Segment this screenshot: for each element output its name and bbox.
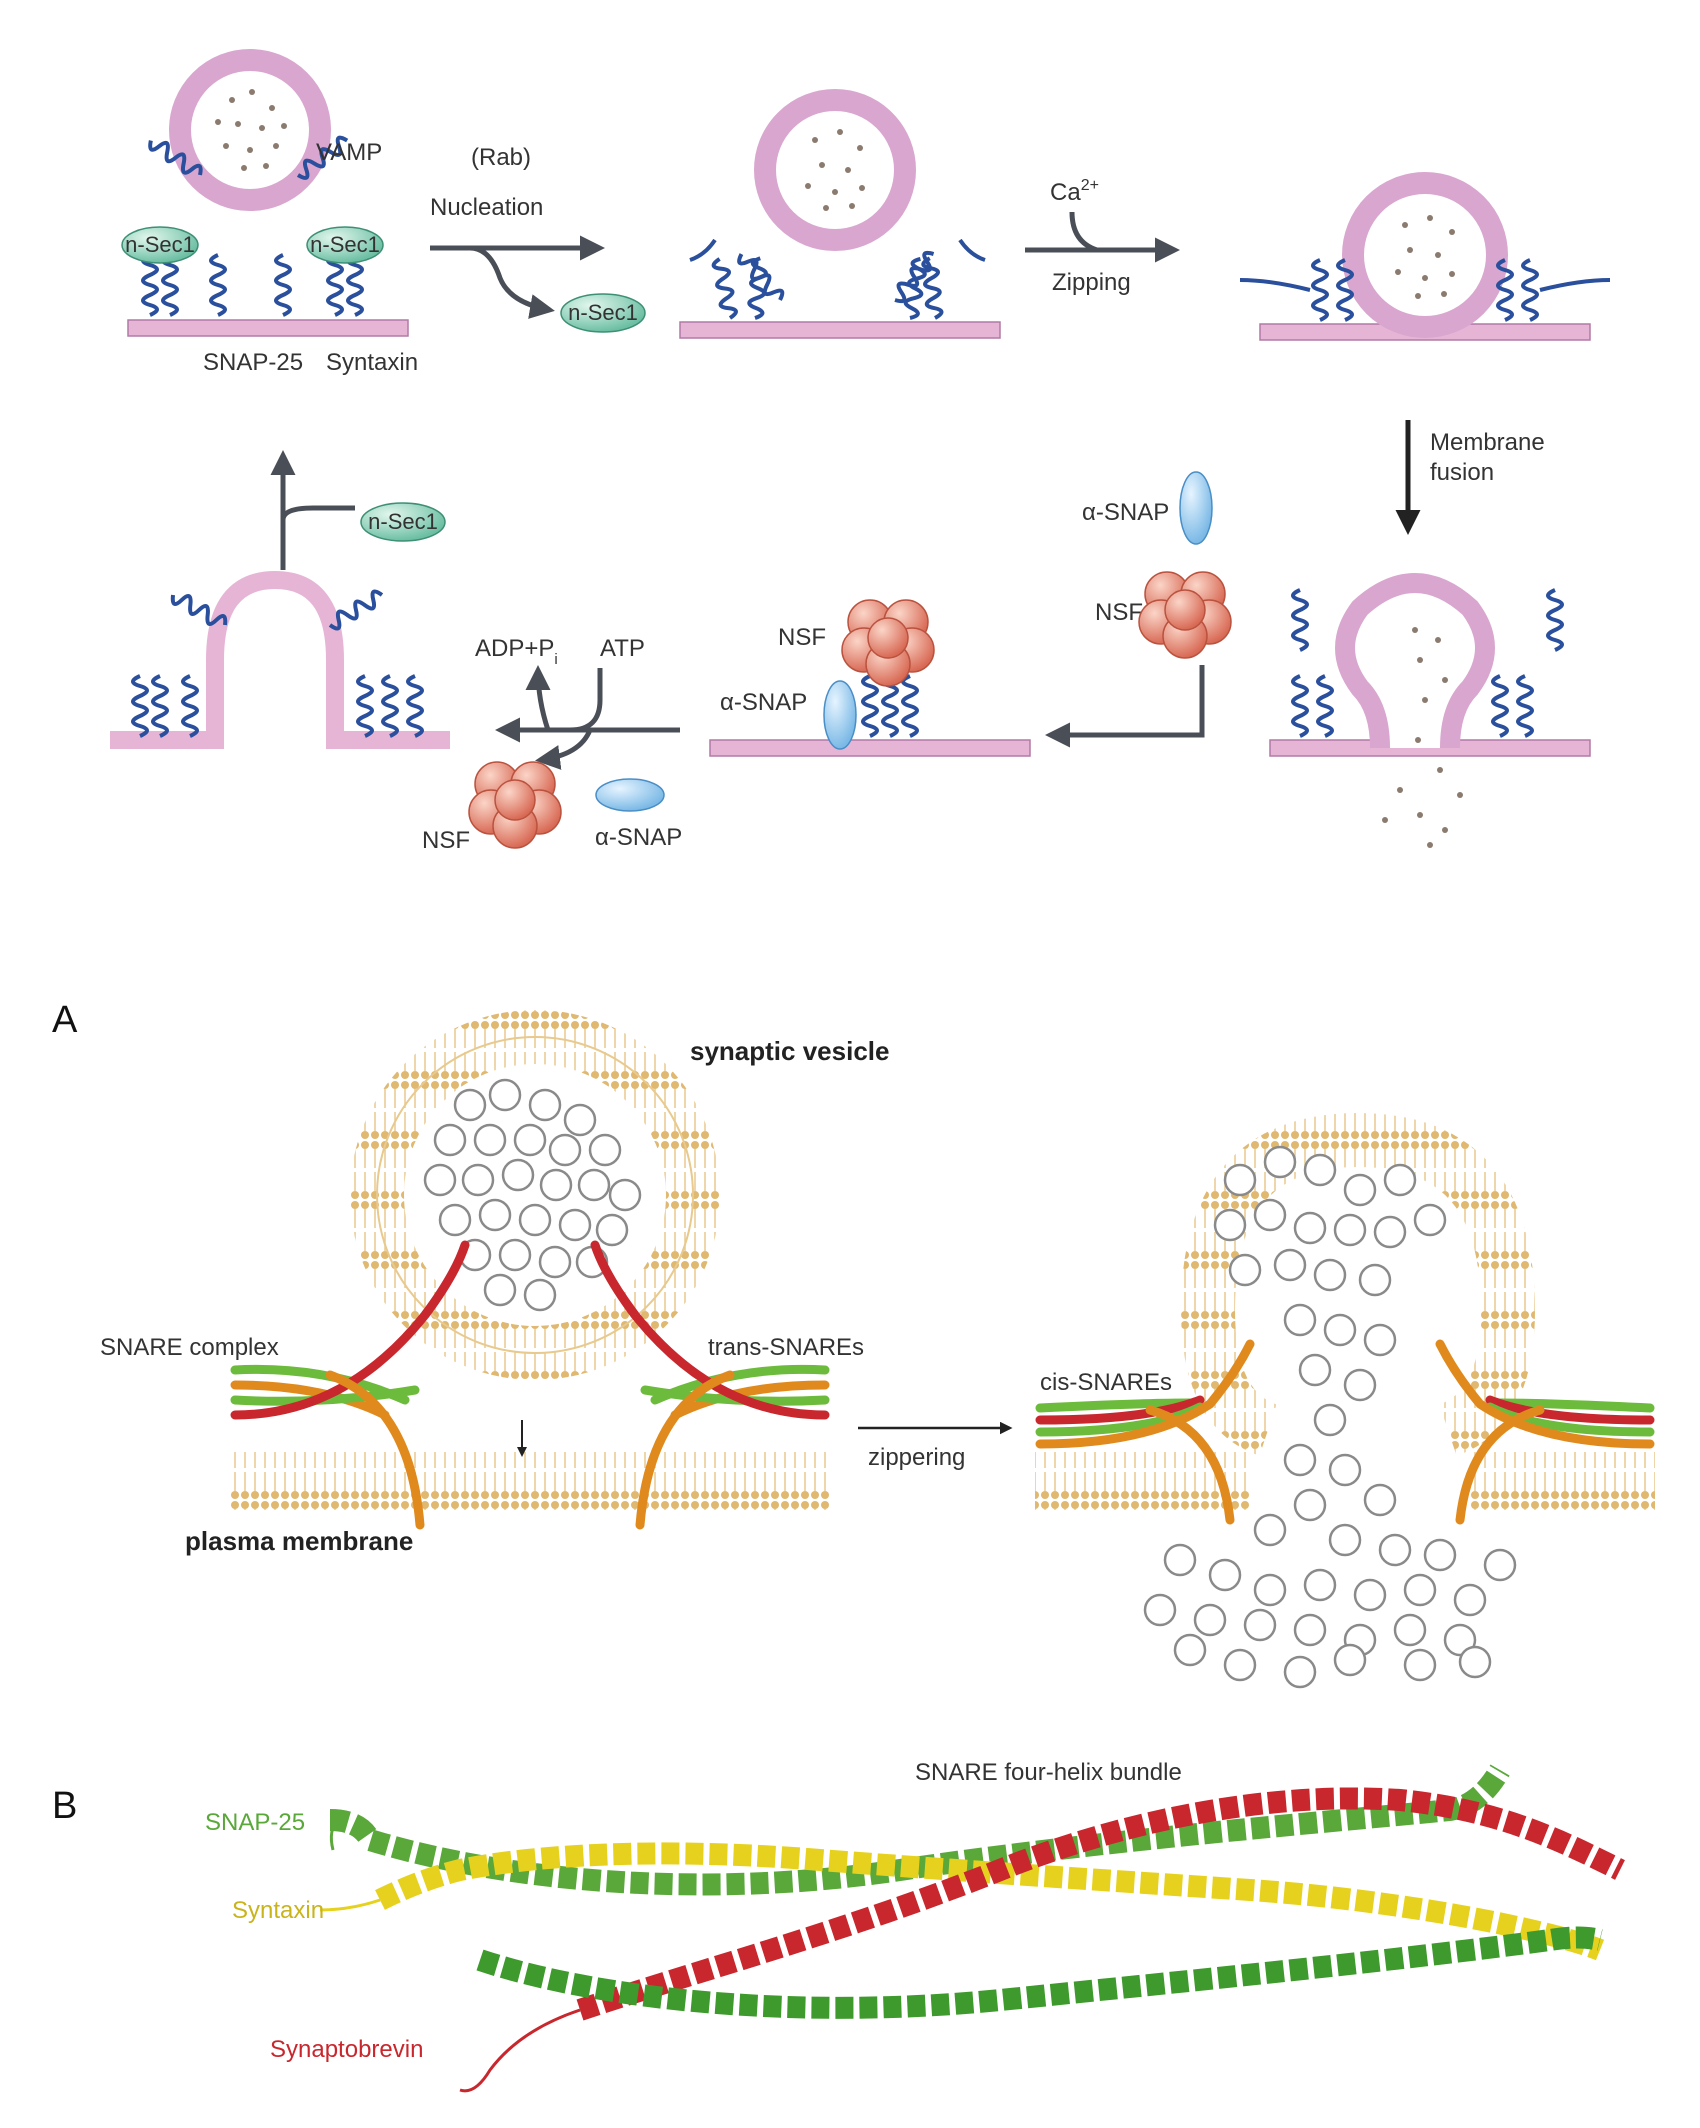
snap25-label: SNAP-25 (205, 1809, 305, 1836)
alpha-snap-top (1179, 471, 1213, 545)
fusion-pore (1335, 573, 1495, 749)
vamp-label: VAMP (316, 139, 382, 166)
nsec1-right (306, 226, 384, 264)
nsf-right-label: NSF (1095, 599, 1143, 626)
snare-complex-left: SNARE complex (100, 1240, 470, 1530)
syntaxin-label-top: Syntaxin (326, 349, 418, 376)
nsec1-left (121, 226, 199, 264)
cis-snares-label: cis-SNAREs (1040, 1369, 1172, 1396)
stage-6 (110, 570, 450, 749)
plasma-membrane-2 (679, 321, 1001, 339)
stage-5: NSF α-SNAP (709, 599, 1031, 757)
rab-label: (Rab) (471, 144, 531, 171)
plasma-membrane-a (230, 1452, 830, 1510)
zippering-arrow: zippering (858, 1421, 1013, 1471)
nsf-mid-label: NSF (778, 624, 826, 651)
snap25-helix-bottom (476, 1926, 1603, 2019)
stage-2 (679, 89, 1001, 339)
zipping-label: Zipping (1052, 269, 1131, 296)
syntaxin-label: Syntaxin (232, 1897, 324, 1924)
alpha-snap-mid (823, 680, 857, 750)
synaptobrevin-label: Synaptobrevin (270, 2036, 423, 2063)
panel-a-letter: A (52, 999, 78, 1041)
vesicle-3 (1342, 172, 1508, 338)
nsec1-return (360, 502, 446, 542)
ca-label: Ca2+ (1050, 177, 1099, 206)
adp-label: ADP+Pi (475, 635, 558, 668)
fused-membrane (110, 570, 450, 749)
stage-4 (1269, 573, 1591, 848)
stage-1: n-Sec1 n-Sec1 VAMP SNAP-25 Syntaxin (121, 49, 418, 376)
docked-vesicle: synaptic vesicle (350, 1010, 889, 1380)
disassembly-arrow: ADP+Pi ATP NSF α-SNAP (422, 635, 682, 854)
nsec1-released-label: n-Sec1 (568, 300, 638, 325)
alpha-snap-left-label: α-SNAP (595, 824, 682, 851)
syntaxin-helix (375, 1842, 1605, 1961)
nsec1-return-label: n-Sec1 (368, 509, 438, 534)
snare-complex-label: SNARE complex (100, 1334, 279, 1361)
four-helix-bundle (319, 1764, 1625, 2093)
vesicle-2 (754, 89, 916, 251)
zipping-arrow: Ca2+ Zipping (1025, 177, 1180, 296)
fusing-vesicle: cis-SNAREs (1035, 1112, 1655, 1689)
alpha-snap-left (595, 778, 665, 812)
vesicle-1 (169, 49, 331, 211)
snap25-label-top: SNAP-25 (203, 349, 303, 376)
panel-b-letter: B (52, 1785, 77, 1827)
membrane-fusion-label-1: Membrane (1430, 429, 1545, 456)
nucleation-arrow: (Rab) Nucleation n-Sec1 (430, 144, 646, 333)
stage-3 (1239, 172, 1611, 341)
plasma-membrane-1 (127, 319, 409, 337)
alpha-snap-top-label: α-SNAP (1082, 499, 1169, 526)
fusion-arrow: Membrane fusion (1395, 420, 1545, 535)
membrane-fusion-label-2: fusion (1430, 459, 1494, 486)
synaptobrevin-helix (576, 1787, 1625, 2021)
synaptic-vesicle-label: synaptic vesicle (690, 1036, 889, 1066)
nsf-left-label: NSF (422, 827, 470, 854)
alpha-snap-mid-label: α-SNAP (720, 689, 807, 716)
bundle-title: SNARE four-helix bundle (915, 1759, 1182, 1786)
trans-snares-right: trans-SNAREs (590, 1240, 864, 1530)
nsec1-released (560, 293, 646, 333)
zippering-label: zippering (868, 1444, 965, 1471)
atp-label: ATP (600, 635, 645, 662)
nsec1-label-b: n-Sec1 (310, 232, 380, 257)
nucleation-label: Nucleation (430, 194, 543, 221)
nsec1-label-a: n-Sec1 (125, 232, 195, 257)
recycle-arrow: n-Sec1 (270, 450, 446, 570)
plasma-membrane-label: plasma membrane (185, 1526, 413, 1556)
trans-snares-label: trans-SNAREs (708, 1334, 864, 1361)
nsf-arriving: α-SNAP NSF (1045, 471, 1232, 748)
